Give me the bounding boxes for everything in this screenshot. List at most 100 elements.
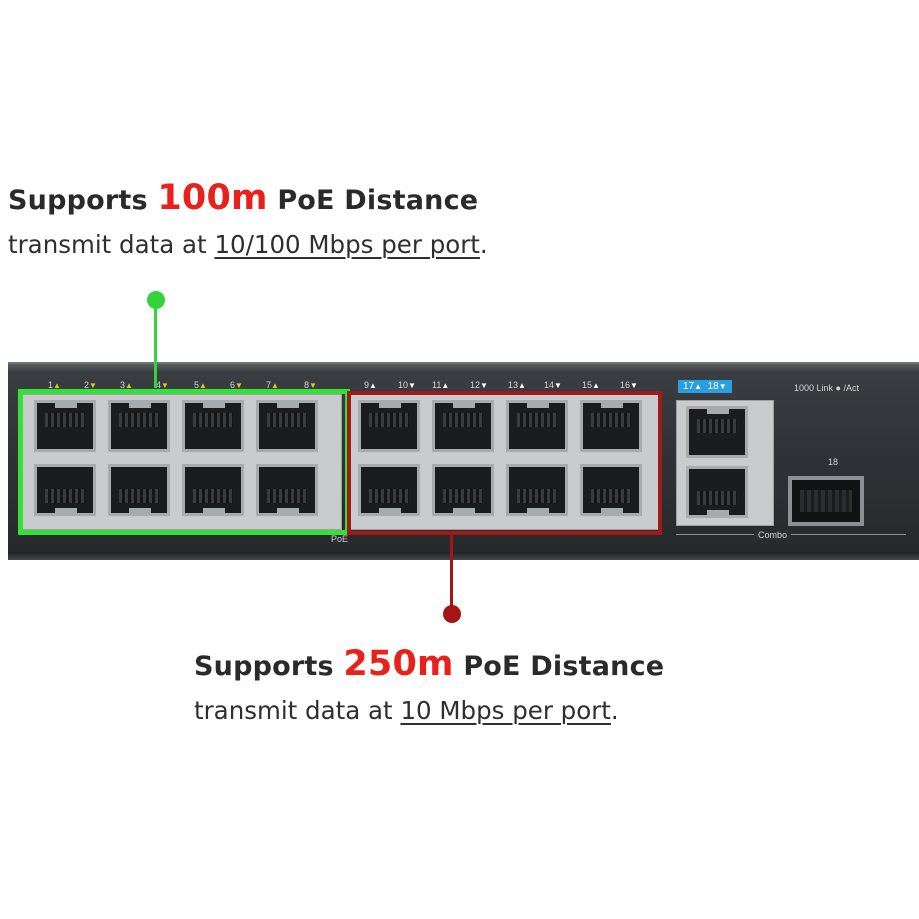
distance-100m: 100m [157,178,268,218]
rj45-port-8[interactable] [256,464,318,516]
down-triangle-icon: ▼ [718,382,727,391]
rj45-port-4[interactable] [108,464,170,516]
port-number: 12 [470,380,481,390]
port-number: 7 [266,380,272,390]
port-pins [517,489,557,503]
up-triangle-icon: ▲ [441,381,450,390]
callout-100m: Supports 100m PoE Distance transmit data… [8,178,488,259]
down-triangle-icon: ▼ [89,381,97,390]
port-pins [369,489,409,503]
rate-250m: 10 Mbps per port [400,696,611,725]
connector-line-250m [450,532,453,612]
port-pins [193,413,233,427]
rj45-port-5[interactable] [182,400,244,452]
poe-label: PoE [331,534,349,544]
port-pins [45,413,85,427]
down-triangle-icon: ▼ [554,381,562,390]
distance-250m: 250m [343,644,454,684]
rj45-port-13[interactable] [506,400,568,452]
port-number-label: 6▼ [230,380,243,390]
rj45-port-16[interactable] [580,464,642,516]
port-number: 2 [84,380,90,390]
port-number-label: 12▼ [470,380,488,390]
connector-line-100m [154,300,157,388]
port-number: 1 [48,380,54,390]
rj45-port-9[interactable] [358,400,420,452]
port-number-label: 7▲ [266,380,279,390]
sub-prefix: transmit data at [8,230,215,259]
port-number: 15 [582,380,593,390]
port-number: 10 [398,380,409,390]
port-number-label: 11▲ [432,380,449,390]
port-number: 11 [432,380,442,390]
headline-prefix: Supports [8,185,158,216]
up-triangle-icon: ▲ [53,381,61,390]
port-number: 5 [194,380,200,390]
rate-100m: 10/100 Mbps per port [214,230,480,259]
port-pins [369,413,409,427]
port-pins [267,489,307,503]
highlight-box-250m [347,391,662,535]
up-triangle-icon: ▲ [369,381,377,390]
rj45-port-12[interactable] [432,464,494,516]
connector-dot-100m [147,291,165,309]
up-triangle-icon: ▲ [125,381,133,390]
highlight-box-100m [18,389,350,535]
rj45-port-3[interactable] [108,400,170,452]
port-number-label: 10▼ [398,380,416,390]
port-pins [517,413,557,427]
up-triangle-icon: ▲ [592,381,600,390]
port-number-label: 9▲ [364,380,377,390]
combo-port-tag: 17▲ 18▼ [678,380,732,393]
callout-250m: Supports 250m PoE Distance transmit data… [194,644,664,725]
rj45-port-14[interactable] [506,464,568,516]
down-triangle-icon: ▼ [235,381,243,390]
up-triangle-icon: ▲ [199,381,207,390]
combo-label: Combo [754,530,792,540]
rj45-port-1[interactable] [34,400,96,452]
callout-250m-headline: Supports 250m PoE Distance [194,644,664,684]
rj45-port-17[interactable] [686,406,748,458]
callout-250m-subtext: transmit data at 10 Mbps per port. [194,696,664,725]
rj45-port-18[interactable] [686,466,748,518]
up-triangle-icon: ▲ [518,381,526,390]
rj45-port-15[interactable] [580,400,642,452]
port-pins [193,489,233,503]
rj45-port-11[interactable] [432,400,494,452]
port-number-label: 14▼ [544,380,562,390]
switch-bottom-edge [8,552,919,560]
rj45-port-2[interactable] [34,464,96,516]
headline-prefix: Supports [194,651,344,682]
callout-100m-headline: Supports 100m PoE Distance [8,178,488,218]
port-pins [443,413,483,427]
port-number: 13 [508,380,519,390]
port-pins [45,489,85,503]
port-number-label: 13▲ [508,380,526,390]
port-number-label: 2▼ [84,380,97,390]
led-legend: 1000 Link ● /Act [794,383,859,393]
port-number-label: 3▲ [120,380,133,390]
port-pins [119,489,159,503]
headline-suffix: PoE Distance [453,651,665,682]
sub-suffix: . [610,696,619,725]
up-triangle-icon: ▲ [694,382,703,391]
up-triangle-icon: ▲ [271,381,279,390]
port-number-label: 5▲ [194,380,207,390]
port-number: 3 [120,380,126,390]
rj45-port-7[interactable] [256,400,318,452]
port-pins [591,413,631,427]
sfp-port-18[interactable] [788,476,864,526]
sub-suffix: . [479,230,488,259]
rj45-port-10[interactable] [358,464,420,516]
port-number-label: 4▼ [156,380,169,390]
down-triangle-icon: ▼ [480,381,488,390]
down-triangle-icon: ▼ [408,381,416,390]
rj45-port-6[interactable] [182,464,244,516]
callout-100m-subtext: transmit data at 10/100 Mbps per port. [8,230,488,259]
port-pins [119,413,159,427]
port-pins [267,413,307,427]
down-triangle-icon: ▼ [309,381,317,390]
sub-prefix: transmit data at [194,696,401,725]
combo-label-18: 18 [707,381,719,392]
port-number: 16 [620,380,631,390]
